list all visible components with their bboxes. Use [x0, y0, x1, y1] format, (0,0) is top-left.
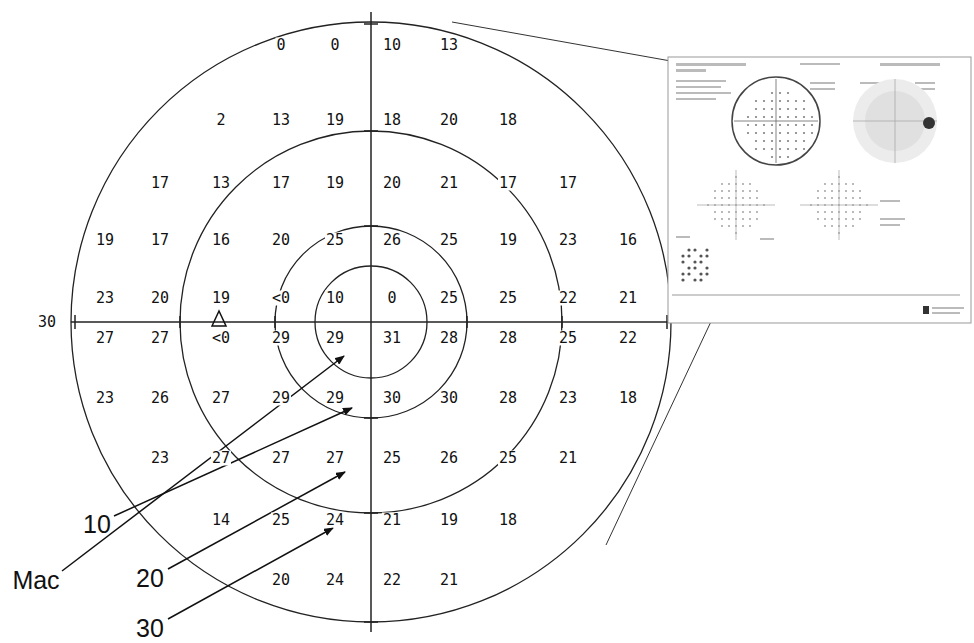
- threshold-value: 25: [271, 513, 291, 528]
- threshold-value: 25: [382, 451, 402, 466]
- threshold-value: 21: [558, 451, 578, 466]
- threshold-value: 19: [211, 291, 231, 306]
- threshold-value: 29: [325, 331, 345, 346]
- threshold-value: 25: [439, 291, 459, 306]
- threshold-value: 29: [271, 331, 291, 346]
- threshold-value: <0: [211, 331, 231, 346]
- threshold-value: 23: [150, 451, 170, 466]
- threshold-value: 25: [558, 331, 578, 346]
- threshold-value: 22: [558, 291, 578, 306]
- threshold-value: 13: [439, 38, 459, 53]
- threshold-value: 0: [329, 38, 340, 53]
- threshold-value: 27: [211, 391, 231, 406]
- threshold-value: 20: [439, 113, 459, 128]
- threshold-value: 16: [618, 233, 638, 248]
- leader-arrows: [62, 356, 352, 619]
- threshold-value: 25: [498, 451, 518, 466]
- threshold-value: 30: [439, 391, 459, 406]
- threshold-value: 18: [382, 113, 402, 128]
- threshold-value: 22: [618, 331, 638, 346]
- threshold-value: 19: [325, 176, 345, 191]
- threshold-value: 27: [211, 451, 231, 466]
- callout-label: 10: [82, 512, 112, 537]
- threshold-value: 27: [271, 451, 291, 466]
- threshold-value: 18: [498, 113, 518, 128]
- threshold-value: 24: [325, 513, 345, 528]
- threshold-value: 13: [211, 176, 231, 191]
- threshold-value: 20: [150, 291, 170, 306]
- threshold-value: 28: [439, 331, 459, 346]
- threshold-value: 18: [618, 391, 638, 406]
- threshold-value: 10: [382, 38, 402, 53]
- threshold-value: 23: [558, 233, 578, 248]
- threshold-value: 16: [211, 233, 231, 248]
- threshold-value: 26: [382, 233, 402, 248]
- threshold-value: 25: [439, 233, 459, 248]
- threshold-value: 23: [95, 291, 115, 306]
- threshold-value: 14: [211, 513, 231, 528]
- threshold-value: 28: [498, 391, 518, 406]
- threshold-value: 30: [382, 391, 402, 406]
- threshold-value: 19: [498, 233, 518, 248]
- threshold-value: 23: [558, 391, 578, 406]
- threshold-value: 17: [271, 176, 291, 191]
- threshold-value: 31: [382, 331, 402, 346]
- threshold-value: 19: [439, 513, 459, 528]
- threshold-value: 27: [325, 451, 345, 466]
- callout-label: Mac: [11, 568, 60, 593]
- blind-spot-marker: [212, 311, 226, 326]
- threshold-value: 23: [95, 391, 115, 406]
- threshold-value: 21: [439, 176, 459, 191]
- threshold-value: 17: [150, 176, 170, 191]
- threshold-value: 20: [382, 176, 402, 191]
- callout-label: 30: [135, 615, 165, 640]
- axes: [71, 12, 671, 632]
- threshold-value: 27: [150, 331, 170, 346]
- threshold-value: 10: [325, 291, 345, 306]
- threshold-value: 13: [271, 113, 291, 128]
- printout-thumbnail: [668, 57, 971, 323]
- threshold-value: 29: [325, 391, 345, 406]
- axis-label: 30: [37, 315, 57, 330]
- threshold-value: 24: [325, 573, 345, 588]
- threshold-value: 21: [439, 573, 459, 588]
- threshold-value: 28: [498, 331, 518, 346]
- threshold-value: 27: [95, 331, 115, 346]
- threshold-value: 29: [271, 391, 291, 406]
- threshold-value: 0: [386, 291, 397, 306]
- threshold-value: 25: [498, 291, 518, 306]
- threshold-value: 18: [498, 513, 518, 528]
- threshold-value: 0: [275, 38, 286, 53]
- threshold-value: 20: [271, 233, 291, 248]
- threshold-value: 17: [558, 176, 578, 191]
- threshold-value: 17: [150, 233, 170, 248]
- threshold-value: 25: [325, 233, 345, 248]
- threshold-value: 21: [618, 291, 638, 306]
- threshold-value: 21: [382, 513, 402, 528]
- threshold-value: 26: [439, 451, 459, 466]
- threshold-value: 20: [271, 573, 291, 588]
- threshold-value: 19: [325, 113, 345, 128]
- threshold-value: 19: [95, 233, 115, 248]
- threshold-value: 26: [150, 391, 170, 406]
- threshold-value: 17: [498, 176, 518, 191]
- callout-label: 20: [135, 566, 165, 591]
- threshold-value: 22: [382, 573, 402, 588]
- threshold-value: 2: [215, 113, 226, 128]
- threshold-value: <0: [271, 291, 291, 306]
